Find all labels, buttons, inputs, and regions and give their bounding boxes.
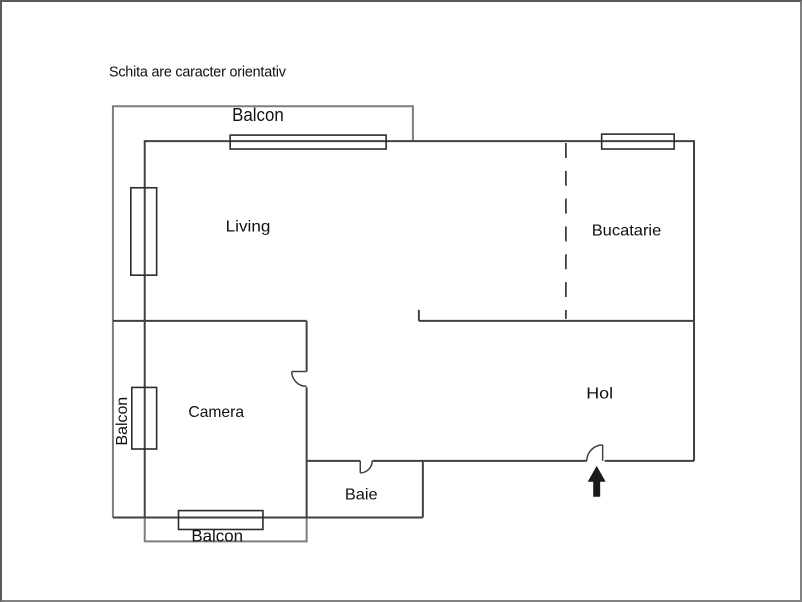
- label-baie: Baie: [345, 487, 378, 504]
- label-balcony-top: Balcon: [232, 104, 284, 125]
- window-living-left: [130, 186, 158, 276]
- label-living: Living: [226, 218, 271, 235]
- entrance-arrow-icon: [587, 465, 606, 497]
- door-camera: [290, 370, 307, 388]
- disclaimer-text: Schita are caracter orientativ: [109, 65, 287, 81]
- label-camera: Camera: [188, 404, 244, 421]
- apartment-walls: [112, 140, 696, 519]
- door-entrance: [586, 444, 604, 461]
- label-hol: Hol: [586, 385, 613, 402]
- balcony-outlines: [111, 105, 414, 543]
- balcony-top-left-outline: [111, 105, 414, 518]
- balcony-bottom-outline: [143, 517, 308, 543]
- label-balcony-left: Balcon: [114, 397, 131, 446]
- window-camera-left: [131, 386, 158, 450]
- windows: [130, 133, 675, 531]
- door-baie: [359, 460, 373, 474]
- label-balcony-bottom: Balcon: [191, 526, 243, 545]
- window-bucatarie-top: [600, 133, 675, 150]
- room-labels: Balcon Living Bucatarie Camera Baie Hol …: [114, 104, 661, 545]
- window-living-top: [229, 134, 387, 150]
- label-bucatarie: Bucatarie: [592, 222, 662, 239]
- doors: [290, 370, 604, 474]
- window-camera-bottom: [177, 509, 264, 531]
